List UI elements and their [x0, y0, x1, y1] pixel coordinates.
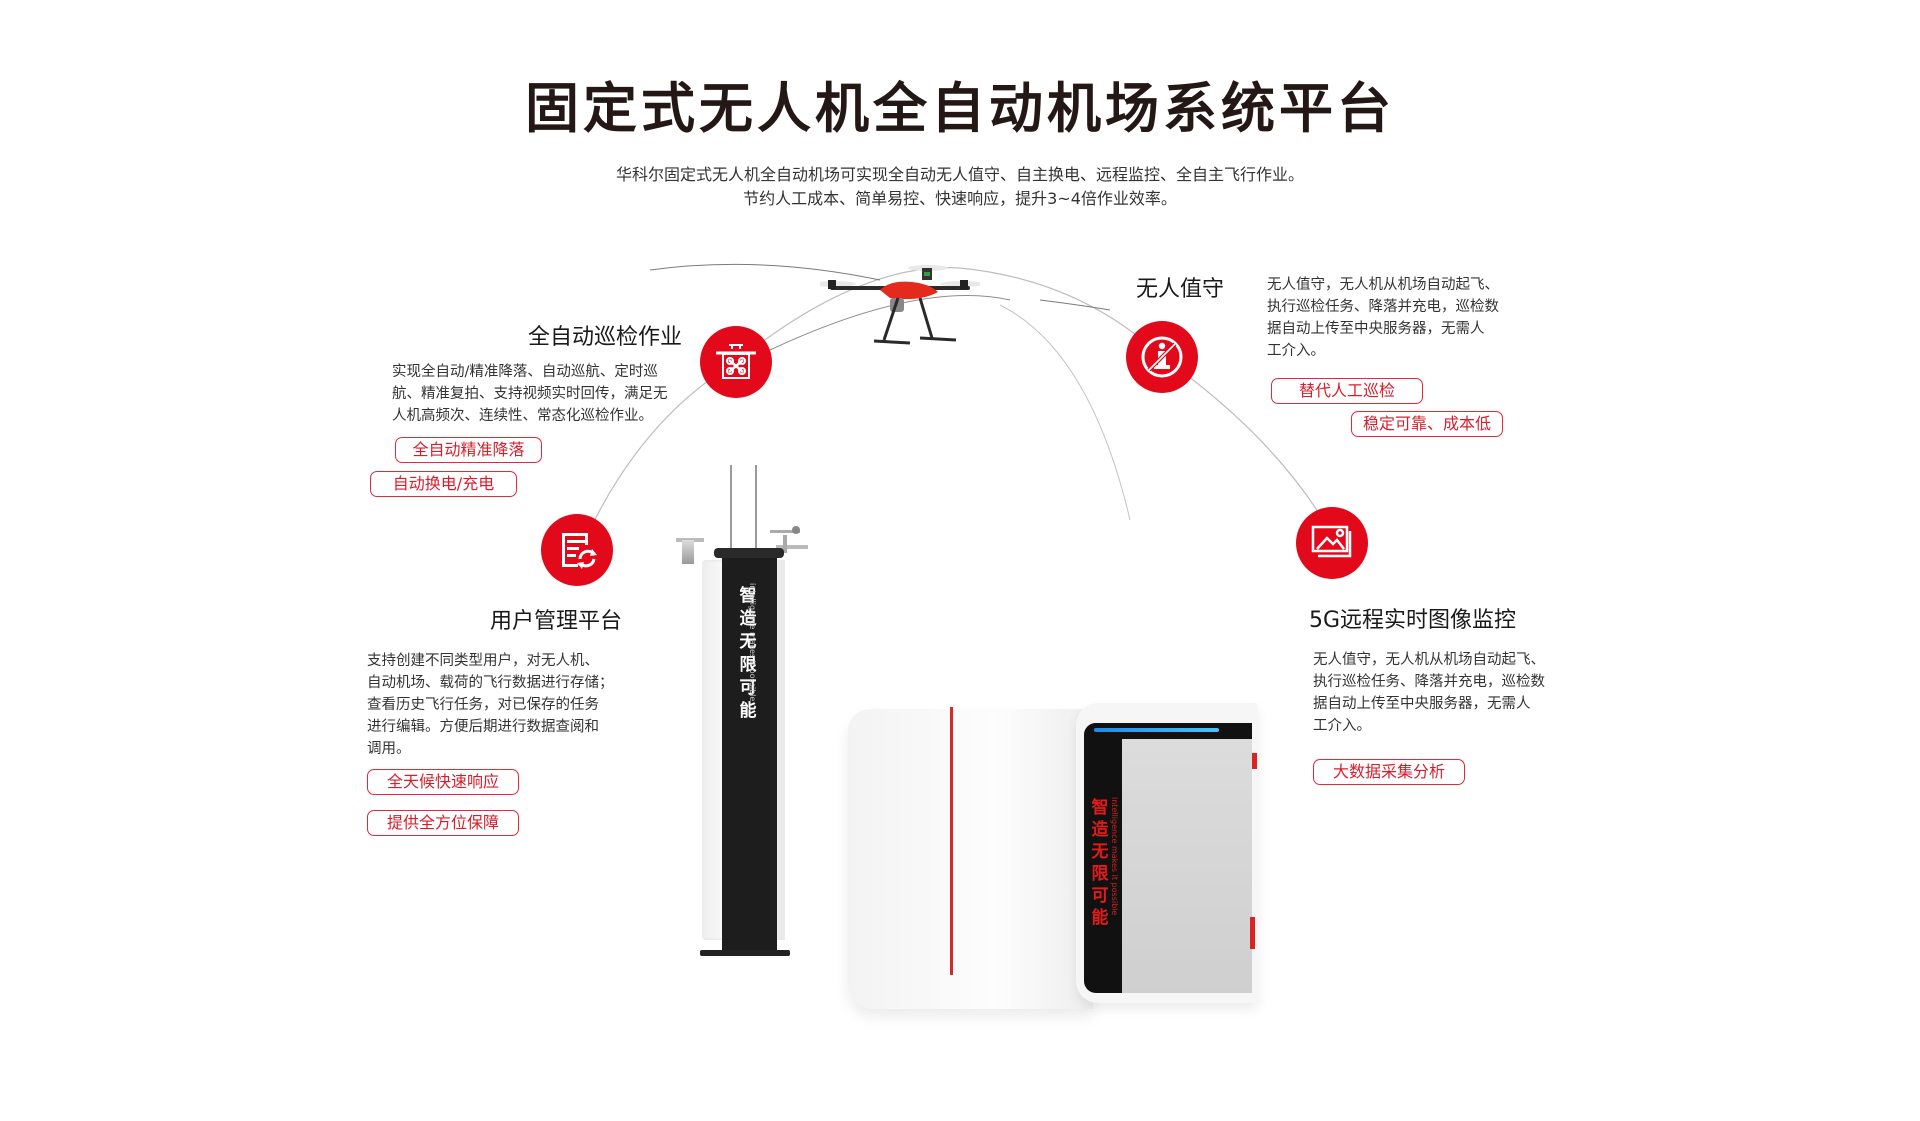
subtitle-line-1: 华科尔固定式无人机全自动机场可实现全自动无人值守、自主换电、远程监控、全自主飞行…	[615, 165, 1304, 184]
tag-big-data-analysis: 大数据采集分析	[1313, 759, 1465, 785]
tag-stable-low-cost: 稳定可靠、成本低	[1351, 411, 1503, 437]
feature-circle-unattended	[1126, 321, 1198, 393]
pole-slogan: 智造无 限可能	[739, 586, 757, 721]
feature-title-unattended: 无人值守	[1136, 277, 1225, 302]
feature-desc-auto-inspection: 实现全自动/精准降落、自动巡航、定时巡 航、精准复拍、支持视频实时回传，满足无 …	[392, 364, 668, 424]
feature-circle-user-management	[541, 514, 613, 586]
anemometer-icon	[792, 526, 800, 534]
anemometer-mast	[783, 535, 787, 553]
hangar-slogan-en: intelligence makes it possible	[1110, 797, 1119, 916]
tag-auto-battery-swap: 自动换电/充电	[370, 471, 517, 497]
antenna-left	[730, 465, 732, 555]
page-subtitle: 华科尔固定式无人机全自动机场可实现全自动无人值守、自主换电、远程监控、全自主飞行…	[0, 163, 1920, 211]
subtitle-line-2: 节约人工成本、简单易控、快速响应，提升3~4倍作业效率。	[743, 189, 1177, 208]
hangar-red-stripe	[950, 707, 953, 975]
feature-title-auto-inspection: 全自动巡检作业	[527, 325, 682, 350]
drone-hangar-icon	[716, 344, 756, 379]
feature-desc-unattended: 无人值守，无人机从机场自动起飞、 执行巡检任务、降落并充电，巡检数 据自动上传至…	[1267, 277, 1499, 359]
no-person-icon	[1141, 336, 1183, 378]
feature-desc-5g-monitoring: 无人值守，无人机从机场自动起飞、 执行巡检任务、降落并充电，巡检数 据自动上传至…	[1313, 652, 1545, 734]
feature-title-user-management: 用户管理平台	[489, 609, 622, 634]
sensor-left	[682, 540, 694, 564]
feature-circle-auto-inspection	[700, 326, 772, 398]
image-gallery-icon	[1311, 525, 1352, 558]
document-refresh-icon	[562, 533, 597, 569]
feature-circle-5g-monitoring	[1296, 507, 1368, 579]
hangar-door	[1122, 739, 1252, 993]
hangar-status-light	[1094, 728, 1219, 732]
tag-auto-precise-landing: 全自动精准降落	[395, 437, 542, 463]
hangar-image: 智造无 限可能 intelligence makes it possible	[848, 697, 1263, 1009]
page-title: 固定式无人机全自动机场系统平台	[525, 77, 1395, 140]
tag-replace-manual-inspection: 替代人工巡检	[1271, 378, 1423, 404]
tag-full-protection: 提供全方位保障	[367, 810, 519, 836]
pole-slogan-en: intelligence makes it possible	[748, 583, 757, 702]
hangar-slogan: 智造无 限可能	[1091, 798, 1109, 928]
antenna-right	[755, 465, 757, 555]
feature-title-5g-monitoring: 5G远程实时图像监控	[1309, 608, 1517, 633]
feature-desc-user-management: 支持创建不同类型用户，对无人机、 自动机场、载荷的飞行数据进行存储； 查看历史飞…	[367, 653, 614, 757]
drone-image	[820, 265, 980, 345]
tag-all-weather-response: 全天候快速响应	[367, 769, 519, 795]
